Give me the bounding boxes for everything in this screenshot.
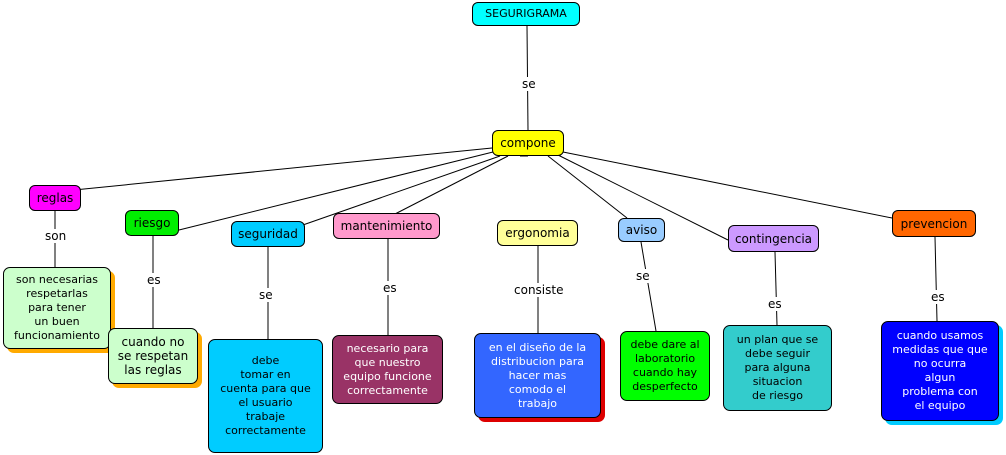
link-label-prevencion: es (929, 290, 947, 304)
link-label-aviso: se (634, 269, 652, 283)
connector-root-mantenimiento (394, 155, 509, 215)
concept-ergonomia: ergonomia (497, 220, 578, 246)
detail-reglas: son necesarias respetarlas para tener un… (3, 267, 111, 349)
detail-riesgo: cuando no se respetan las reglas (108, 328, 198, 384)
title-node: SEGURIGRAMA (472, 2, 580, 26)
connector-root-prevencion (562, 151, 893, 219)
detail-mantenimiento: necesario para que nuestro equipo funcio… (332, 335, 443, 404)
concept-prevencion: prevencion (892, 210, 976, 237)
concept-seguridad: seguridad (231, 221, 305, 247)
concept-reglas: reglas (29, 185, 81, 211)
link-label-se: se (520, 77, 538, 91)
detail-aviso: debe dare al laboratorio cuando hay desp… (620, 331, 710, 401)
link-label-ergonomia: consiste (512, 283, 566, 297)
concept-riesgo: riesgo (125, 210, 179, 236)
detail-seguridad: debe tomar en cuenta para que el usuario… (208, 339, 323, 453)
detail-ergonomia: en el diseño de la distribucion para hac… (474, 333, 601, 418)
connector-root-reglas (73, 147, 493, 191)
link-label-mantenimiento: es (381, 281, 399, 295)
link-label-reglas: son (43, 229, 69, 243)
connector-root-contingencia (555, 153, 729, 241)
root-node-compone: compone (492, 130, 564, 156)
connector-root-aviso (547, 155, 628, 219)
concept-mantenimiento: mantenimiento (333, 213, 440, 239)
link-label-riesgo: es (145, 273, 163, 287)
concept-contingencia: contingencia (728, 225, 819, 252)
link-label-seguridad: se (257, 288, 275, 302)
connector-leaf-contingencia (774, 251, 778, 326)
link-label-contingencia: es (766, 297, 784, 311)
connector-leaf-prevencion (934, 236, 938, 322)
connector-leaf-aviso (640, 241, 657, 332)
detail-prevencion: cuando usamos medidas que que no ocurra … (881, 321, 999, 421)
detail-contingencia: un plan que se debe seguir para alguna s… (723, 325, 832, 411)
connector-root-riesgo (178, 151, 494, 231)
concept-aviso: aviso (618, 218, 665, 242)
